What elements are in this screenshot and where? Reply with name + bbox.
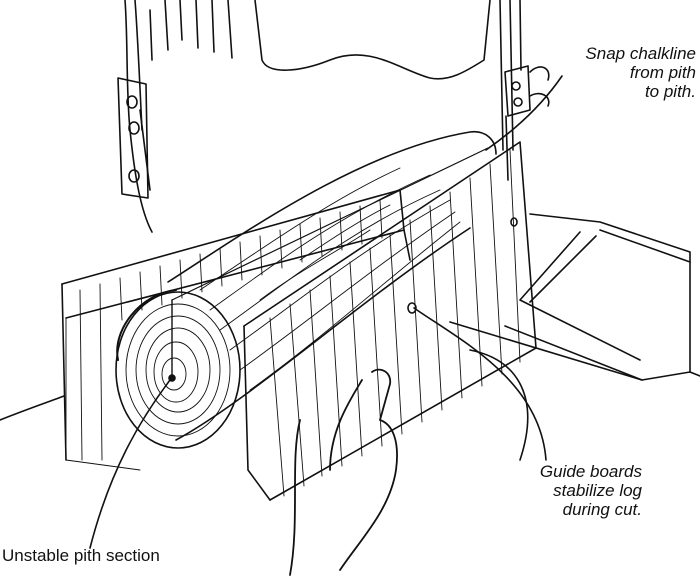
bandsaw-frame xyxy=(124,0,491,233)
callout-chalkline: Snap chalkline from pith to pith. xyxy=(585,44,696,101)
back-guide-board xyxy=(61,189,411,471)
callout-guide-line1: Guide boards xyxy=(539,462,642,481)
callout-guide-line3: during cut. xyxy=(562,500,642,519)
bandsaw-blade xyxy=(499,0,550,181)
callout-guide-boards: Guide boards stabilize log during cut. xyxy=(540,462,642,519)
left-edge-line xyxy=(0,395,65,421)
guide-boards-leader xyxy=(413,307,547,461)
callout-pith-line1: Unstable pith section xyxy=(2,546,160,565)
saw-table xyxy=(449,213,700,461)
log-end-grain xyxy=(115,289,241,449)
callout-chalkline-line2: from pith xyxy=(629,63,696,82)
callout-chalkline-line1: Snap chalkline xyxy=(585,44,696,63)
pith-leader xyxy=(89,379,171,549)
callout-chalkline-line3: to pith. xyxy=(644,82,696,101)
callout-guide-line2: stabilize log xyxy=(553,481,642,500)
hinge-plate xyxy=(117,77,149,199)
chalkline-leader xyxy=(485,75,563,151)
front-guide-board xyxy=(243,141,537,501)
hand xyxy=(289,368,398,576)
callout-pith: Unstable pith section xyxy=(2,546,160,565)
log-body xyxy=(167,130,497,441)
